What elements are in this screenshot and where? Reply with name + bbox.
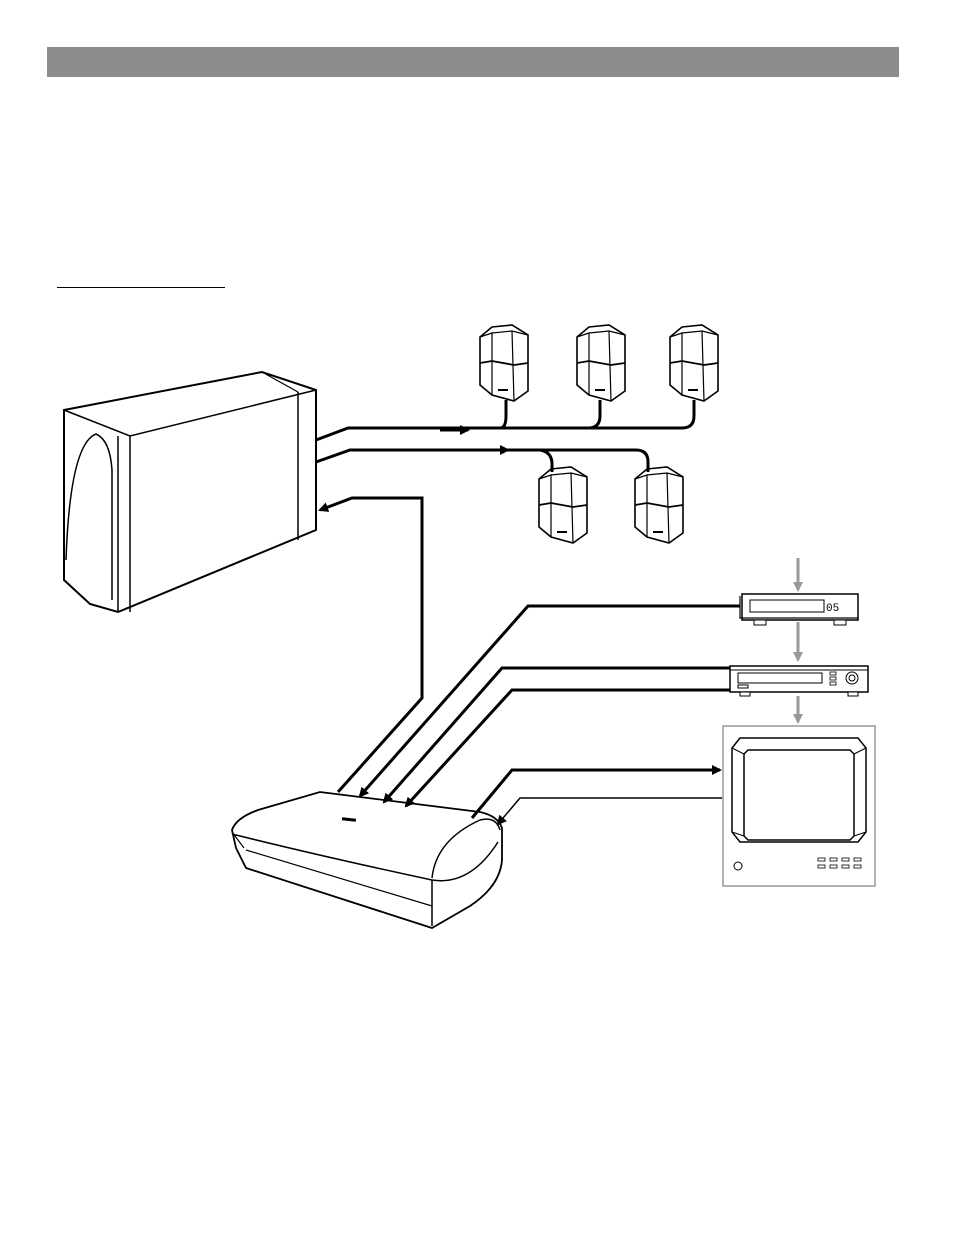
rear-right-speaker bbox=[635, 467, 683, 543]
rear-speaker-cable bbox=[316, 450, 648, 472]
center-speaker bbox=[577, 325, 625, 401]
tv-audio-cable bbox=[498, 798, 722, 824]
bass-module bbox=[64, 372, 316, 612]
front-left-speaker bbox=[480, 325, 528, 401]
cable-box: 05 bbox=[740, 594, 858, 625]
front-speaker-cable bbox=[316, 400, 694, 440]
television bbox=[723, 726, 875, 886]
cable-box-cable bbox=[360, 606, 740, 796]
rear-left-speaker bbox=[539, 467, 587, 543]
vcr-cables bbox=[384, 668, 730, 806]
vcr bbox=[730, 666, 868, 696]
media-center bbox=[232, 792, 502, 928]
front-right-speaker bbox=[670, 325, 718, 401]
cable-box-display: 05 bbox=[826, 603, 839, 615]
bass-module-cable bbox=[320, 498, 422, 792]
